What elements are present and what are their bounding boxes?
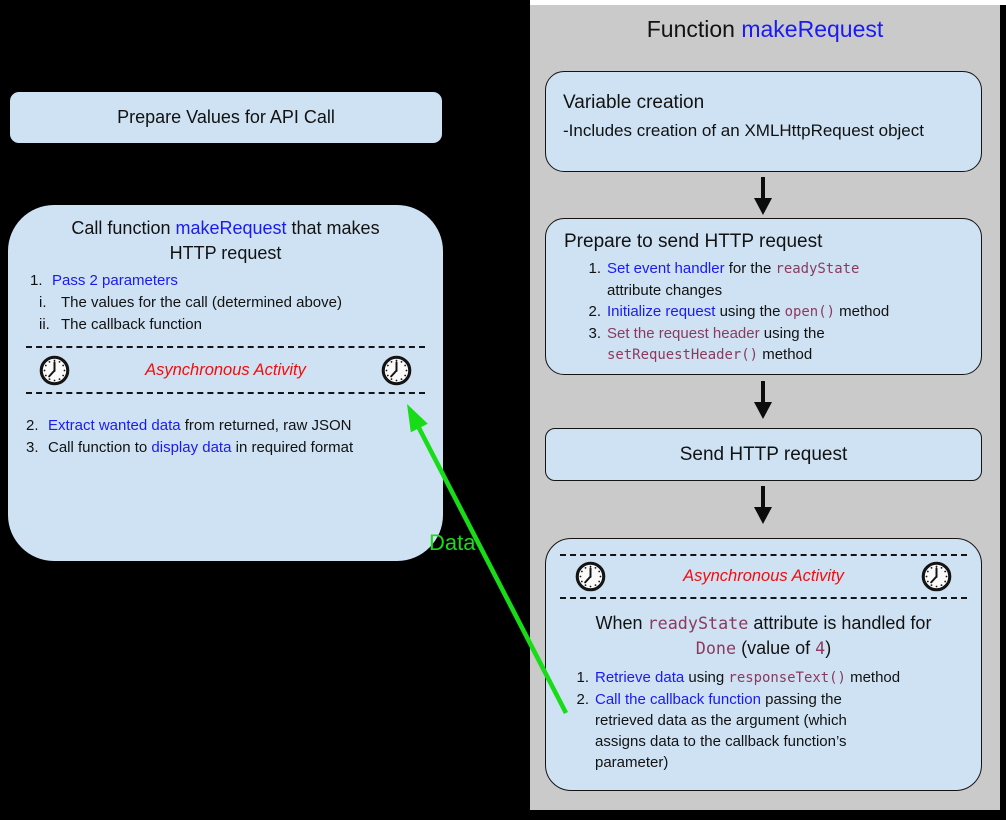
panel-top-edge bbox=[530, 0, 1006, 5]
done-value-line: Done (value of 4) bbox=[695, 638, 832, 658]
list-item: 2. Extract wanted data from returned, ra… bbox=[26, 417, 352, 434]
list-item: 3. Call function to display data in requ… bbox=[26, 439, 354, 456]
data-arrow-label: Data bbox=[429, 530, 476, 555]
prepare-send-box: Prepare to send HTTP request 1. Set even… bbox=[545, 218, 982, 375]
flow-arrow-icon bbox=[754, 486, 772, 524]
readystate-handled-line: When readyState attribute is handled for bbox=[595, 613, 932, 633]
list-item: 2. Initialize request using the open() m… bbox=[588, 303, 890, 320]
clock-icon bbox=[381, 355, 412, 386]
call-box-title-line2: HTTP request bbox=[169, 243, 282, 263]
function-panel: Function makeRequest Variable creation -… bbox=[530, 5, 1000, 810]
variable-creation-subtitle: -Includes creation of an XMLHttpRequest … bbox=[563, 121, 924, 140]
clock-icon bbox=[39, 355, 70, 386]
async-activity-band: Asynchronous Activity bbox=[26, 346, 425, 394]
list-item: 3. Set the request header using the setR… bbox=[588, 325, 825, 363]
arrow-stem bbox=[761, 381, 765, 402]
prepare-values-label: Prepare Values for API Call bbox=[117, 107, 335, 127]
variable-creation-title: Variable creation bbox=[563, 92, 705, 113]
async-activity-band: Asynchronous Activity bbox=[560, 554, 967, 599]
arrow-head bbox=[754, 198, 772, 215]
prepare-send-steps: 1. Set event handler for the readyState … bbox=[560, 258, 967, 366]
call-box-steps-bottom: 2. Extract wanted data from returned, ra… bbox=[8, 415, 443, 459]
call-box-steps-top: 1. Pass 2 parameters i. The values for t… bbox=[8, 270, 443, 336]
send-request-box: Send HTTP request bbox=[545, 428, 982, 481]
async-response-steps: 1. Retrieve data using responseText() me… bbox=[546, 667, 981, 773]
clock-icon bbox=[575, 561, 606, 592]
list-item: ii. The callback function bbox=[39, 316, 202, 333]
list-item: 1. Set event handler for the readyState … bbox=[588, 260, 860, 299]
variable-creation-box: Variable creation -Includes creation of … bbox=[545, 71, 982, 172]
call-function-box: Call function makeRequest that makes HTT… bbox=[8, 205, 443, 561]
prepare-values-box: Prepare Values for API Call bbox=[10, 92, 442, 143]
prepare-send-title: Prepare to send HTTP request bbox=[564, 231, 823, 252]
async-activity-label: Asynchronous Activity bbox=[145, 360, 306, 379]
list-item: 1. Retrieve data using responseText() me… bbox=[576, 669, 901, 686]
async-activity-label: Asynchronous Activity bbox=[683, 567, 844, 585]
list-item: 2. Call the callback function passing th… bbox=[576, 691, 847, 771]
call-box-title-line1: Call function makeRequest that makes bbox=[71, 218, 380, 238]
flow-arrow-icon bbox=[754, 381, 772, 419]
list-item: 1. Pass 2 parameters bbox=[30, 272, 178, 289]
arrow-head bbox=[754, 402, 772, 419]
arrow-stem bbox=[761, 486, 765, 507]
async-response-box: Asynchronous Activity When readyState at… bbox=[545, 538, 982, 791]
arrow-head bbox=[754, 507, 772, 524]
send-request-label: Send HTTP request bbox=[679, 443, 848, 465]
call-box-title: Call function makeRequest that makes HTT… bbox=[8, 216, 443, 266]
clock-icon bbox=[921, 561, 952, 592]
flow-arrow-icon bbox=[754, 177, 772, 215]
arrow-stem bbox=[761, 177, 765, 198]
panel-title: Function makeRequest bbox=[646, 16, 884, 42]
list-item: i. The values for the call (determined a… bbox=[39, 294, 342, 311]
